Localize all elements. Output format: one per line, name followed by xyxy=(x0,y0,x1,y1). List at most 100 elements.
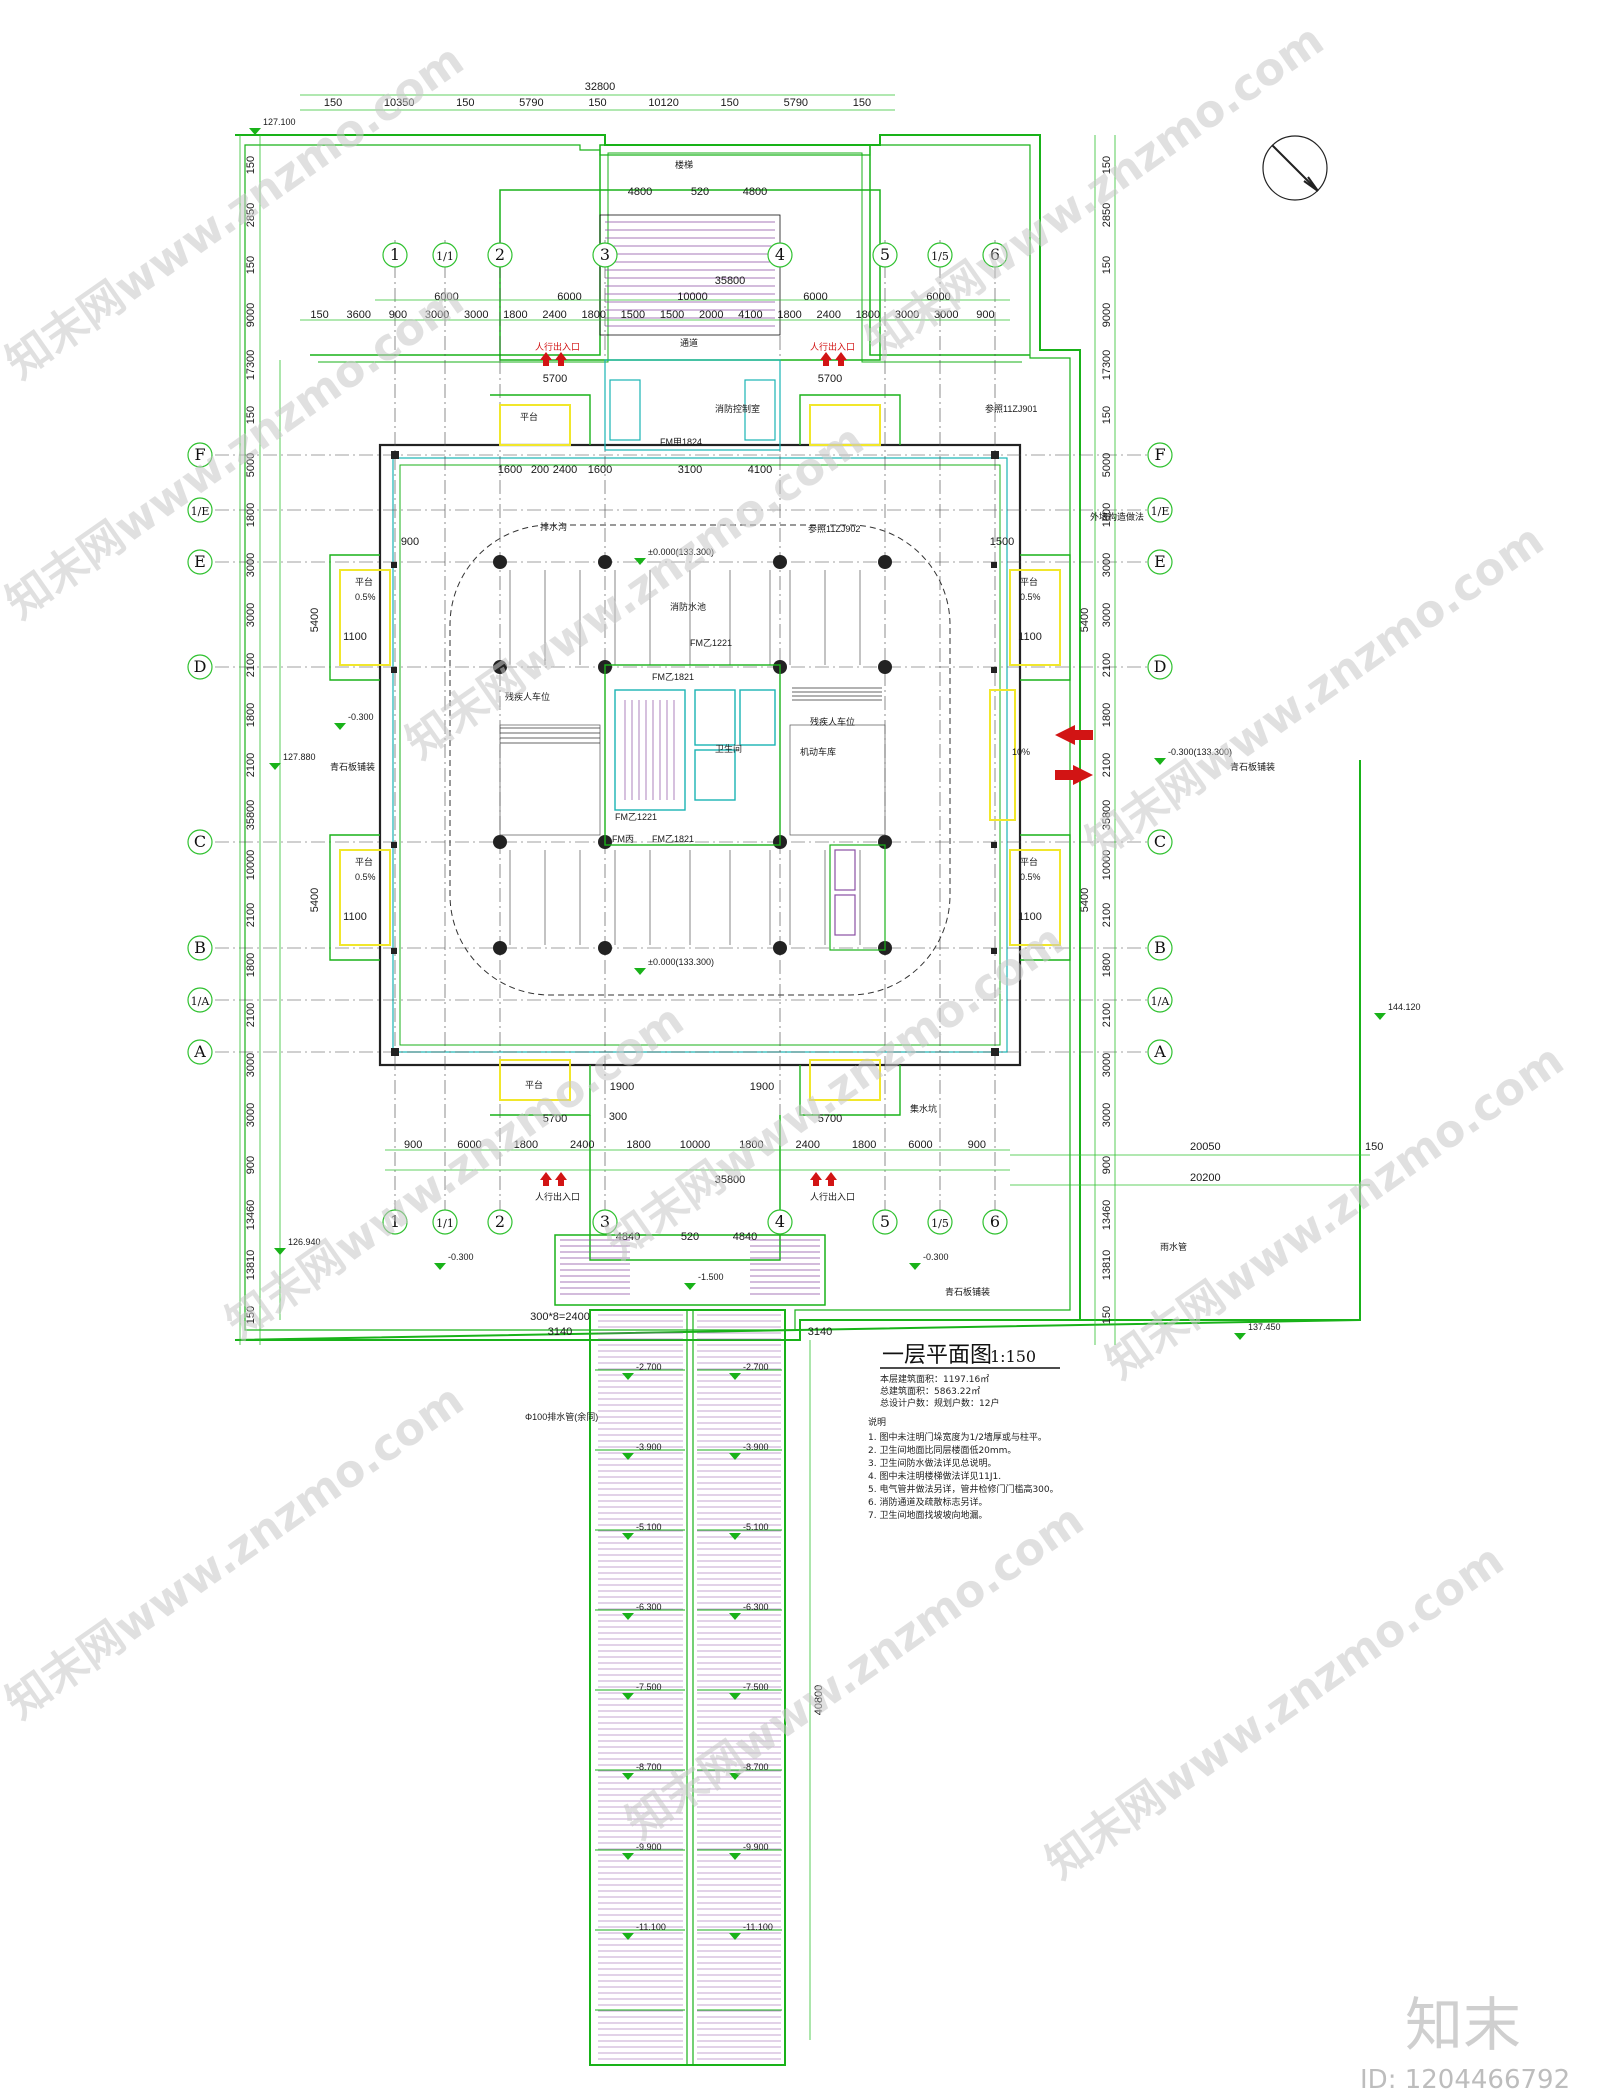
grid-col-bottom-3-circle xyxy=(592,1209,618,1235)
dim-left-6: 5000 xyxy=(245,453,257,477)
core-stair xyxy=(624,700,675,800)
dim-misc-18: 1100 xyxy=(343,911,367,923)
note-3: 4. 图中未注明楼梯做法详见11J1. xyxy=(868,1470,1001,1482)
grid-col-top-2: 2 xyxy=(495,245,505,264)
north-stair-treads xyxy=(605,221,775,327)
label-entrance-tr: 人行出入口 xyxy=(810,341,855,352)
label-door-fm3: FM乙1821 xyxy=(652,672,694,682)
dim-top-6: 150 xyxy=(721,97,739,109)
elevation-marker-24 xyxy=(622,1853,634,1860)
label-mech-room: 机动车库 xyxy=(800,746,836,757)
grid-row-right-2: E xyxy=(1154,552,1166,571)
elevation-11: 137.450 xyxy=(1248,1322,1281,1332)
dim-grid-3: 3000 xyxy=(425,309,449,321)
dim-stair-7: 3140 xyxy=(548,1326,572,1338)
label-ref-c: 外墙构造做法 xyxy=(1090,511,1144,522)
grid-row-left-4-circle xyxy=(187,829,213,855)
dim-misc-16: 1500 xyxy=(990,536,1014,548)
elevation-1: 127.880 xyxy=(283,752,316,762)
grid-row-right-6-circle xyxy=(1147,987,1173,1013)
north-arrow xyxy=(1262,135,1328,201)
label-corridor: 通道 xyxy=(680,337,698,348)
elevation-26: -11.100 xyxy=(636,1922,666,1932)
dim-left-0: 150 xyxy=(245,156,257,174)
dim-right-12: 2100 xyxy=(1101,753,1113,777)
grid-row-left-3: D xyxy=(194,657,207,676)
elevation-marker-13 xyxy=(729,1373,741,1380)
grid-row-right-0: F xyxy=(1154,445,1165,464)
grid-row-left-7-circle xyxy=(187,1039,213,1065)
dim-grid-1: 3600 xyxy=(347,309,371,321)
dim-grid-10: 2000 xyxy=(699,309,723,321)
dim-right-extra-1: 20050 xyxy=(1190,1141,1221,1153)
grid-row-right-5: B xyxy=(1154,938,1166,957)
dim-right-9: 3000 xyxy=(1101,603,1113,627)
elevation-marker-15 xyxy=(729,1453,741,1460)
grid-row-left-6: 1/A xyxy=(191,995,211,1008)
elevation-marker-10 xyxy=(1374,1013,1386,1020)
elevation-marker-17 xyxy=(729,1533,741,1540)
elevation-24: -9.900 xyxy=(636,1842,662,1852)
grid-col-bottom-3: 3 xyxy=(600,1212,610,1231)
dim-left-10: 2100 xyxy=(245,653,257,677)
label-left-paving: 青石板铺装 xyxy=(330,761,375,772)
label-ref-b: 参照11ZJ902 xyxy=(808,523,860,534)
grid-col-top-4-circle xyxy=(767,242,793,268)
elevation-18: -6.300 xyxy=(636,1602,662,1612)
side-bumpouts xyxy=(329,394,1071,1116)
elevation-21: -7.500 xyxy=(743,1682,769,1692)
dim-stair-4: 520 xyxy=(681,1231,699,1243)
dim-right-3: 9000 xyxy=(1101,303,1113,327)
label-door-fm2: FM乙1221 xyxy=(690,638,732,648)
elevation-marker-14 xyxy=(622,1453,634,1460)
dim-grid-4: 3000 xyxy=(464,309,488,321)
grid-col-bottom-6-circle xyxy=(927,1209,953,1235)
dim-top-5: 10120 xyxy=(648,97,679,109)
label-right-paving: 青石板铺装 xyxy=(1230,761,1275,772)
dim-left-21: 13460 xyxy=(245,1200,257,1231)
dim-bottom-2: 1800 xyxy=(514,1139,538,1151)
dim-left-20: 900 xyxy=(245,1156,257,1174)
grid-row-right-1: 1/E xyxy=(1151,505,1170,518)
label-door-fm5: FM乙1821 xyxy=(652,834,694,844)
dim-right-14: 10000 xyxy=(1101,850,1113,881)
elevation-19: -6.300 xyxy=(743,1602,769,1612)
dim-right-5: 150 xyxy=(1101,406,1113,424)
grid-row-left-5-circle xyxy=(187,935,213,961)
dim-right-22: 13810 xyxy=(1101,1250,1113,1281)
label-slope10: 10% xyxy=(1012,747,1030,757)
drawing-notes: 1. 图中未注明门垛宽度为1/2墙厚或与柱平。2. 卫生间地面比同层楼面低20m… xyxy=(868,1431,1059,1521)
dim-right-13: 35800 xyxy=(1101,800,1113,831)
grid-col-bottom-4-circle xyxy=(767,1209,793,1235)
dim-top-7: 5790 xyxy=(784,97,808,109)
elevation-marker-18 xyxy=(622,1613,634,1620)
long-stair-walls xyxy=(589,1309,786,2066)
label-fire-hydrant: 消防水池 xyxy=(670,601,706,612)
label-pipe: 排水沟 xyxy=(540,521,567,532)
dim-misc-7: 5400 xyxy=(1079,888,1091,912)
elevation-10: 144.120 xyxy=(1388,1002,1421,1012)
dim-left-14: 10000 xyxy=(245,850,257,881)
elevation-marker-8 xyxy=(909,1263,921,1270)
label-ref-e: 雨水管 xyxy=(1160,1241,1187,1252)
north-entrance xyxy=(499,189,881,361)
dim-left-12: 2100 xyxy=(245,753,257,777)
dim-top-2: 150 xyxy=(456,97,474,109)
dim-misc-10: 2400 xyxy=(553,464,577,476)
dim-grid-17: 900 xyxy=(976,309,994,321)
dim-top-4: 150 xyxy=(588,97,606,109)
dim-misc-15: 1900 xyxy=(750,1081,774,1093)
dim-right-11: 1800 xyxy=(1101,703,1113,727)
dim-stair-9: 40800 xyxy=(813,1685,825,1716)
dim-right-10: 2100 xyxy=(1101,653,1113,677)
watermark-4: 知末网www.znzmo.com xyxy=(397,414,873,769)
dim-misc-6: 5400 xyxy=(1079,608,1091,632)
dim-misc-14: 1900 xyxy=(610,1081,634,1093)
dim-top-3: 5790 xyxy=(519,97,543,109)
drawing-scale: 1:150 xyxy=(990,1347,1036,1366)
dim-misc-21: 300 xyxy=(609,1111,627,1123)
dim-left-19: 3000 xyxy=(245,1103,257,1127)
elevation-17: -5.100 xyxy=(743,1522,769,1532)
elevation-marker-1 xyxy=(269,763,281,770)
